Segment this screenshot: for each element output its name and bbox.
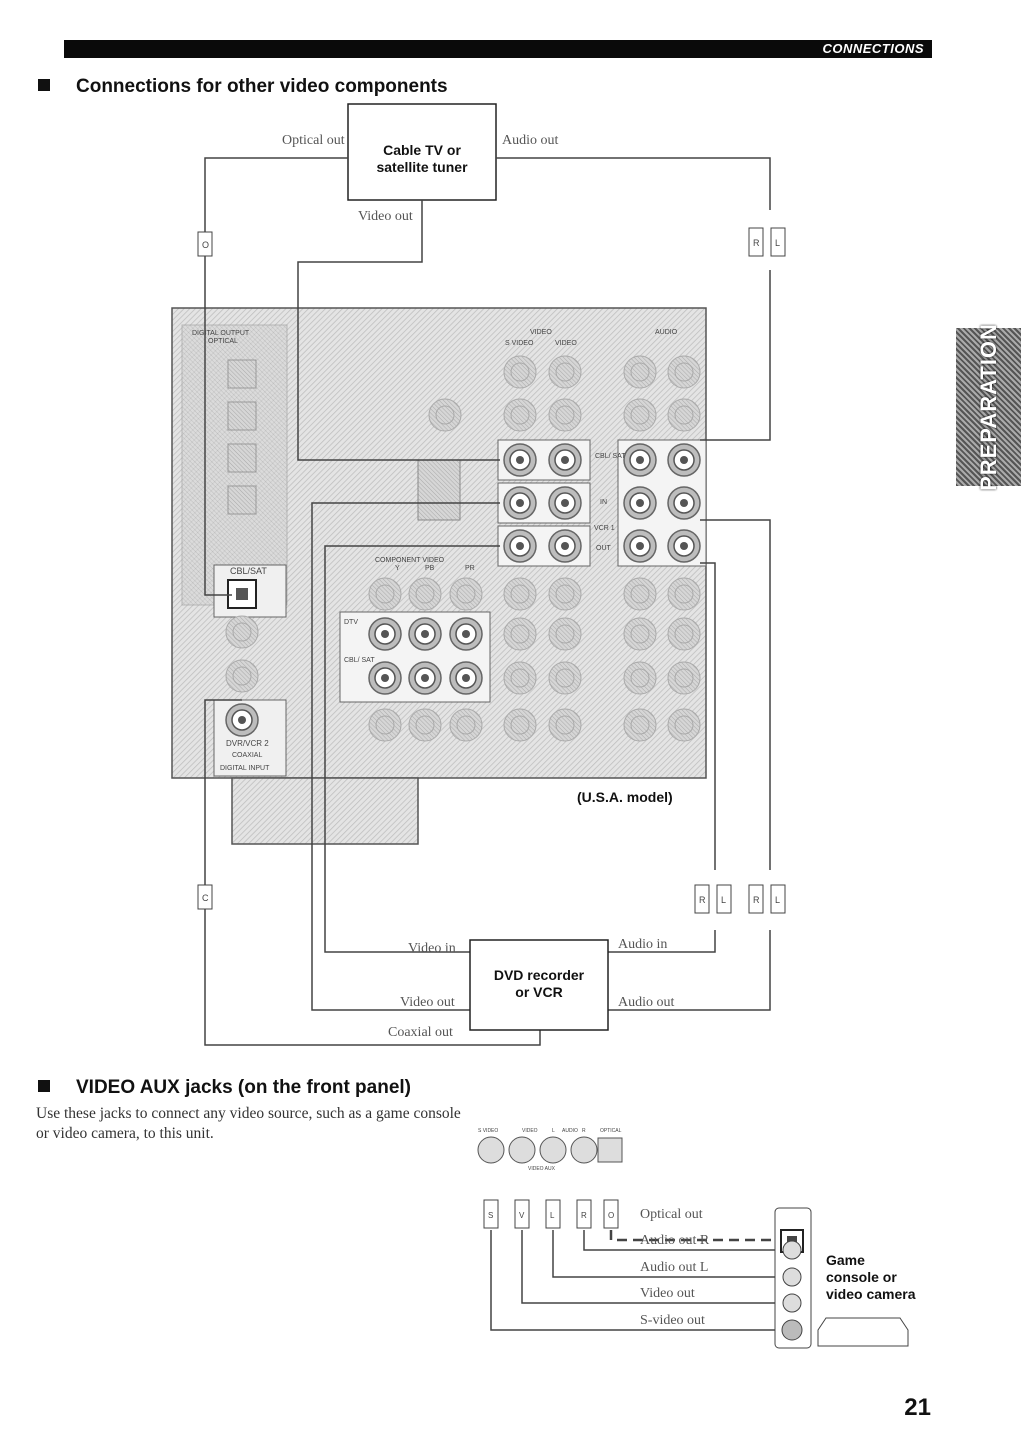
cbl-sat-comp-label: CBL/ SAT bbox=[344, 657, 375, 664]
s-video-out-label: S-video out bbox=[640, 1313, 705, 1328]
pb-label: PB bbox=[425, 565, 435, 572]
coaxial-dvr-label: DVR/VCR 2 bbox=[226, 739, 269, 748]
device-jack-strip bbox=[774, 1207, 812, 1349]
plug-l-mid1: L bbox=[721, 895, 726, 905]
svg-text:S: S bbox=[488, 1211, 493, 1220]
side-tab: PREPARATION bbox=[956, 323, 1021, 491]
optical-label: OPTICAL bbox=[208, 338, 238, 345]
cbl-sat-label: CBL/ SAT bbox=[595, 453, 626, 460]
audio-out-l-label: Audio out L bbox=[640, 1260, 708, 1275]
audio-section-label: AUDIO bbox=[655, 329, 678, 336]
bullet-square-icon bbox=[38, 79, 50, 91]
video-jack-label: VIDEO bbox=[555, 340, 577, 347]
header-bar: CONNECTIONS bbox=[64, 40, 932, 58]
digital-input-label: DIGITAL INPUT bbox=[220, 765, 270, 772]
dtv-label: DTV bbox=[344, 619, 358, 626]
coaxial-label: COAXIAL bbox=[232, 752, 262, 759]
dvd-video-out-label: Video out bbox=[400, 995, 455, 1010]
plug-r-mid2: R bbox=[753, 895, 760, 905]
y-label: Y bbox=[395, 565, 400, 572]
tuner-video-out-label: Video out bbox=[358, 209, 413, 224]
svg-text:OPTICAL: OPTICAL bbox=[600, 1128, 622, 1134]
vcr1-label: VCR 1 bbox=[594, 525, 615, 532]
section-label: CONNECTIONS bbox=[822, 41, 924, 56]
dvd-audio-in-label: Audio in bbox=[618, 937, 667, 952]
svg-text:satellite tuner: satellite tuner bbox=[376, 159, 468, 175]
dvd-recorder-box: DVD recorder or VCR bbox=[469, 939, 609, 1031]
component-video-label: COMPONENT VIDEO bbox=[375, 557, 445, 564]
cable-tv-box: Cable TV or satellite tuner bbox=[347, 103, 497, 201]
device-label-1: Game bbox=[826, 1252, 865, 1268]
dvd-audio-out-label: Audio out bbox=[618, 995, 675, 1010]
video-aux-description: Use these jacks to connect any video sou… bbox=[36, 1105, 461, 1142]
svg-text:V: V bbox=[519, 1211, 525, 1220]
page-number: 21 bbox=[904, 1394, 931, 1421]
svg-text:R: R bbox=[581, 1211, 587, 1220]
plugs-section1: O C R L R L R L bbox=[197, 227, 786, 914]
front-panel: S VIDEO VIDEO L AUDIO R OPTICAL VIDEO AU… bbox=[477, 1128, 623, 1172]
svg-text:L: L bbox=[550, 1211, 555, 1220]
coaxial-plug-letter: C bbox=[202, 893, 209, 903]
svg-text:R: R bbox=[582, 1128, 586, 1134]
plug-l-mid2: L bbox=[775, 895, 780, 905]
video-section-label: VIDEO bbox=[530, 329, 552, 336]
cables-section1 bbox=[204, 157, 771, 1046]
tuner-audio-out-label: Audio out bbox=[502, 133, 559, 148]
in-label: IN bbox=[600, 499, 607, 506]
s-video-label: S VIDEO bbox=[505, 340, 534, 347]
dvd-coaxial-out-label: Coaxial out bbox=[388, 1025, 453, 1040]
plug-r-top: R bbox=[753, 238, 760, 248]
svg-text:AUDIO: AUDIO bbox=[562, 1128, 578, 1134]
rear-panel: DIGITAL OUTPUT OPTICAL CBL/SAT DVR/VCR 2… bbox=[171, 307, 707, 845]
tuner-optical-out-label: Optical out bbox=[282, 133, 345, 148]
pr-label: PR bbox=[465, 565, 475, 572]
out-label: OUT bbox=[596, 545, 612, 552]
svg-text:VIDEO: VIDEO bbox=[522, 1128, 538, 1134]
front-plugs: S V L R O bbox=[483, 1199, 619, 1229]
optical-out-label: Optical out bbox=[640, 1207, 703, 1222]
device-label-2: console or bbox=[826, 1269, 897, 1285]
section-title-video-aux: VIDEO AUX jacks (on the front panel) bbox=[38, 1077, 411, 1099]
dvd-video-in-label: Video in bbox=[408, 941, 456, 956]
video-out-label: Video out bbox=[640, 1286, 695, 1301]
game-console-icon bbox=[817, 1317, 909, 1347]
model-note: (U.S.A. model) bbox=[577, 789, 673, 805]
cables-section2 bbox=[490, 1230, 783, 1331]
optical-cbl-sat-label: CBL/SAT bbox=[230, 566, 267, 576]
svg-text:VIDEO AUX: VIDEO AUX bbox=[528, 1166, 556, 1172]
digital-output-label: DIGITAL OUTPUT bbox=[192, 330, 250, 337]
plug-l-top: L bbox=[775, 238, 780, 248]
plug-r-mid1: R bbox=[699, 895, 706, 905]
bullet-square-icon bbox=[38, 1080, 50, 1092]
svg-text:DVD recorder: DVD recorder bbox=[494, 967, 585, 983]
device-label-3: video camera bbox=[826, 1286, 916, 1302]
svg-text:S VIDEO: S VIDEO bbox=[478, 1128, 498, 1134]
svg-text:O: O bbox=[608, 1211, 614, 1220]
svg-text:or VCR: or VCR bbox=[515, 984, 562, 1000]
svg-text:L: L bbox=[552, 1128, 555, 1134]
optical-plug-letter: O bbox=[202, 240, 209, 250]
svg-text:Cable TV or: Cable TV or bbox=[383, 142, 461, 158]
audio-out-r-label: Audio out R bbox=[640, 1233, 710, 1248]
section-title-other-video: Connections for other video components bbox=[38, 76, 448, 98]
